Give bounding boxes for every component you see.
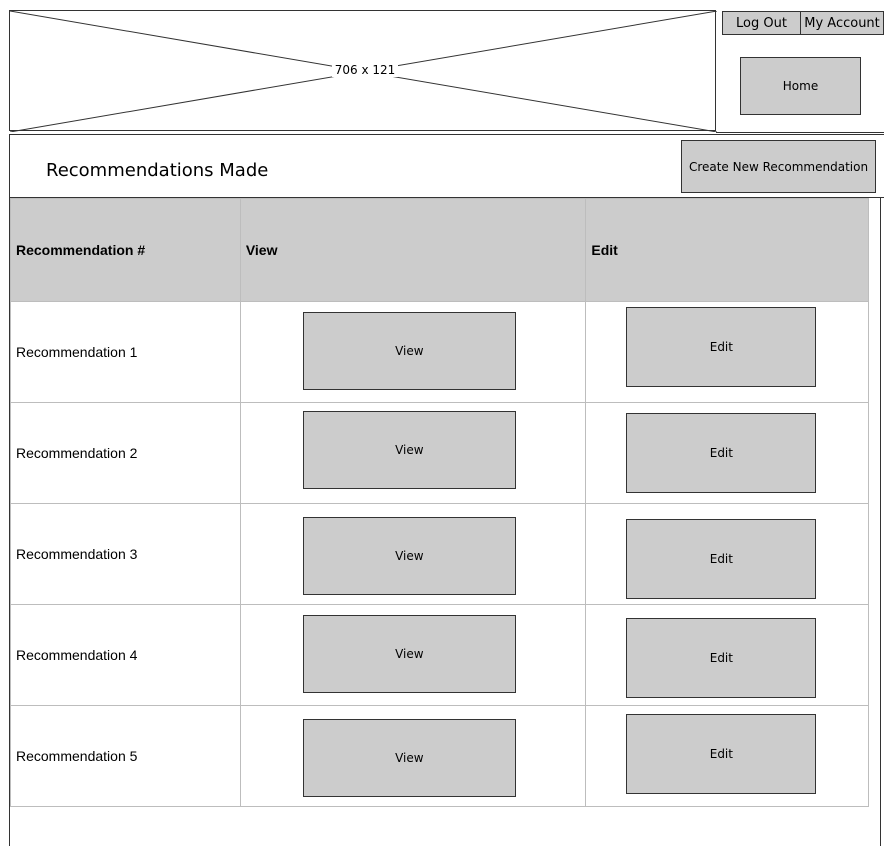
table-row: Recommendation 2 View Edit — [10, 402, 869, 504]
recommendation-name: Recommendation 2 — [10, 402, 241, 504]
edit-button[interactable]: Edit — [626, 618, 817, 698]
table-row: Recommendation 1 View Edit — [10, 301, 869, 403]
edit-cell: Edit — [585, 604, 869, 706]
logout-button[interactable]: Log Out — [722, 11, 801, 35]
view-cell: View — [239, 705, 587, 807]
column-header-recommendation: Recommendation # — [10, 198, 241, 302]
my-account-button[interactable]: My Account — [800, 11, 884, 35]
column-header-edit: Edit — [585, 198, 869, 302]
view-cell: View — [239, 503, 587, 605]
edit-button[interactable]: Edit — [626, 714, 817, 794]
table-row: Recommendation 5 View Edit — [10, 705, 869, 807]
page-title: Recommendations Made — [46, 160, 269, 181]
edit-button[interactable]: Edit — [626, 413, 817, 493]
header-image-placeholder: 706 x 121 — [9, 10, 717, 132]
edit-cell: Edit — [585, 503, 869, 605]
edit-button[interactable]: Edit — [626, 519, 817, 599]
table-row: Recommendation 3 View Edit — [10, 503, 869, 605]
edit-cell: Edit — [585, 301, 869, 403]
table-header-row: Recommendation # View Edit — [10, 198, 869, 302]
recommendation-name: Recommendation 4 — [10, 604, 241, 706]
view-cell: View — [239, 301, 587, 403]
placeholder-size-label: 706 x 121 — [332, 63, 398, 77]
column-header-view: View — [239, 198, 587, 302]
view-cell: View — [239, 604, 587, 706]
recommendation-name: Recommendation 5 — [10, 705, 241, 807]
edit-cell: Edit — [585, 705, 869, 807]
recommendations-table: Recommendation # View Edit Recommendatio… — [10, 198, 869, 807]
view-button[interactable]: View — [302, 615, 516, 693]
create-new-recommendation-button[interactable]: Create New Recommendation — [681, 140, 876, 193]
view-button[interactable]: View — [302, 312, 516, 390]
view-button[interactable]: View — [302, 411, 516, 489]
view-button[interactable]: View — [302, 719, 516, 797]
table-row: Recommendation 4 View Edit — [10, 604, 869, 706]
view-cell: View — [239, 402, 587, 504]
edit-cell: Edit — [585, 402, 869, 504]
recommendation-name: Recommendation 1 — [10, 301, 241, 403]
view-button[interactable]: View — [302, 517, 516, 595]
home-button[interactable]: Home — [740, 57, 861, 115]
header-divider — [716, 132, 884, 133]
edit-button[interactable]: Edit — [626, 307, 817, 387]
section-right-border — [880, 198, 881, 846]
recommendation-name: Recommendation 3 — [10, 503, 241, 605]
